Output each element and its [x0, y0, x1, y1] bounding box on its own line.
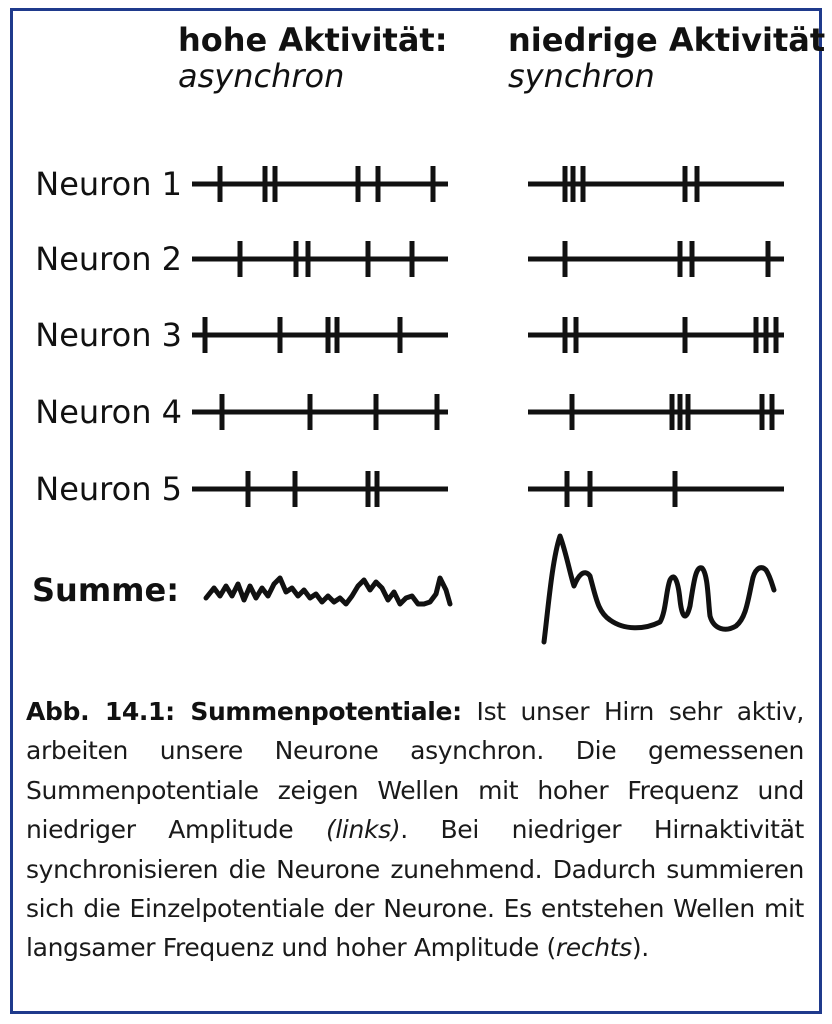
spike-trains — [192, 166, 784, 507]
caption-rechts: rechts — [555, 933, 632, 963]
sync-sum-wave — [541, 533, 777, 645]
caption-links: (links) — [325, 815, 401, 845]
neuron-label-5: Neuron 5 — [35, 470, 182, 508]
low-activity-title: niedrige Aktivität — [508, 21, 826, 59]
async-sum-wave — [203, 575, 453, 607]
caption-text-3: ). — [631, 933, 649, 963]
asynchronous-column-heading: hohe Aktivität: asynchron — [178, 22, 448, 94]
caption-text-2: . Bei niedriger Hirnaktivität synchronis… — [26, 815, 804, 963]
neuron-label-1: Neuron 1 — [35, 165, 182, 203]
asynchronous-subtitle: asynchron — [178, 57, 345, 95]
neuron-label-2: Neuron 2 — [35, 240, 182, 278]
caption-title: Abb. 14.1: Summenpotentiale: — [26, 697, 462, 726]
high-activity-title: hohe Aktivität: — [178, 21, 448, 59]
neuron-label-3: Neuron 3 — [35, 316, 182, 354]
synchronous-subtitle: synchron — [508, 57, 655, 95]
figure-caption: Abb. 14.1: Summenpotentiale: Ist unser H… — [26, 692, 804, 968]
synchronous-column-heading: niedrige Aktivität synchron — [508, 22, 825, 94]
neuron-label-4: Neuron 4 — [35, 393, 182, 431]
sum-label: Summe: — [32, 571, 180, 609]
caption-text-1: Ist unser Hirn sehr aktiv, arbeiten unse… — [26, 697, 804, 845]
